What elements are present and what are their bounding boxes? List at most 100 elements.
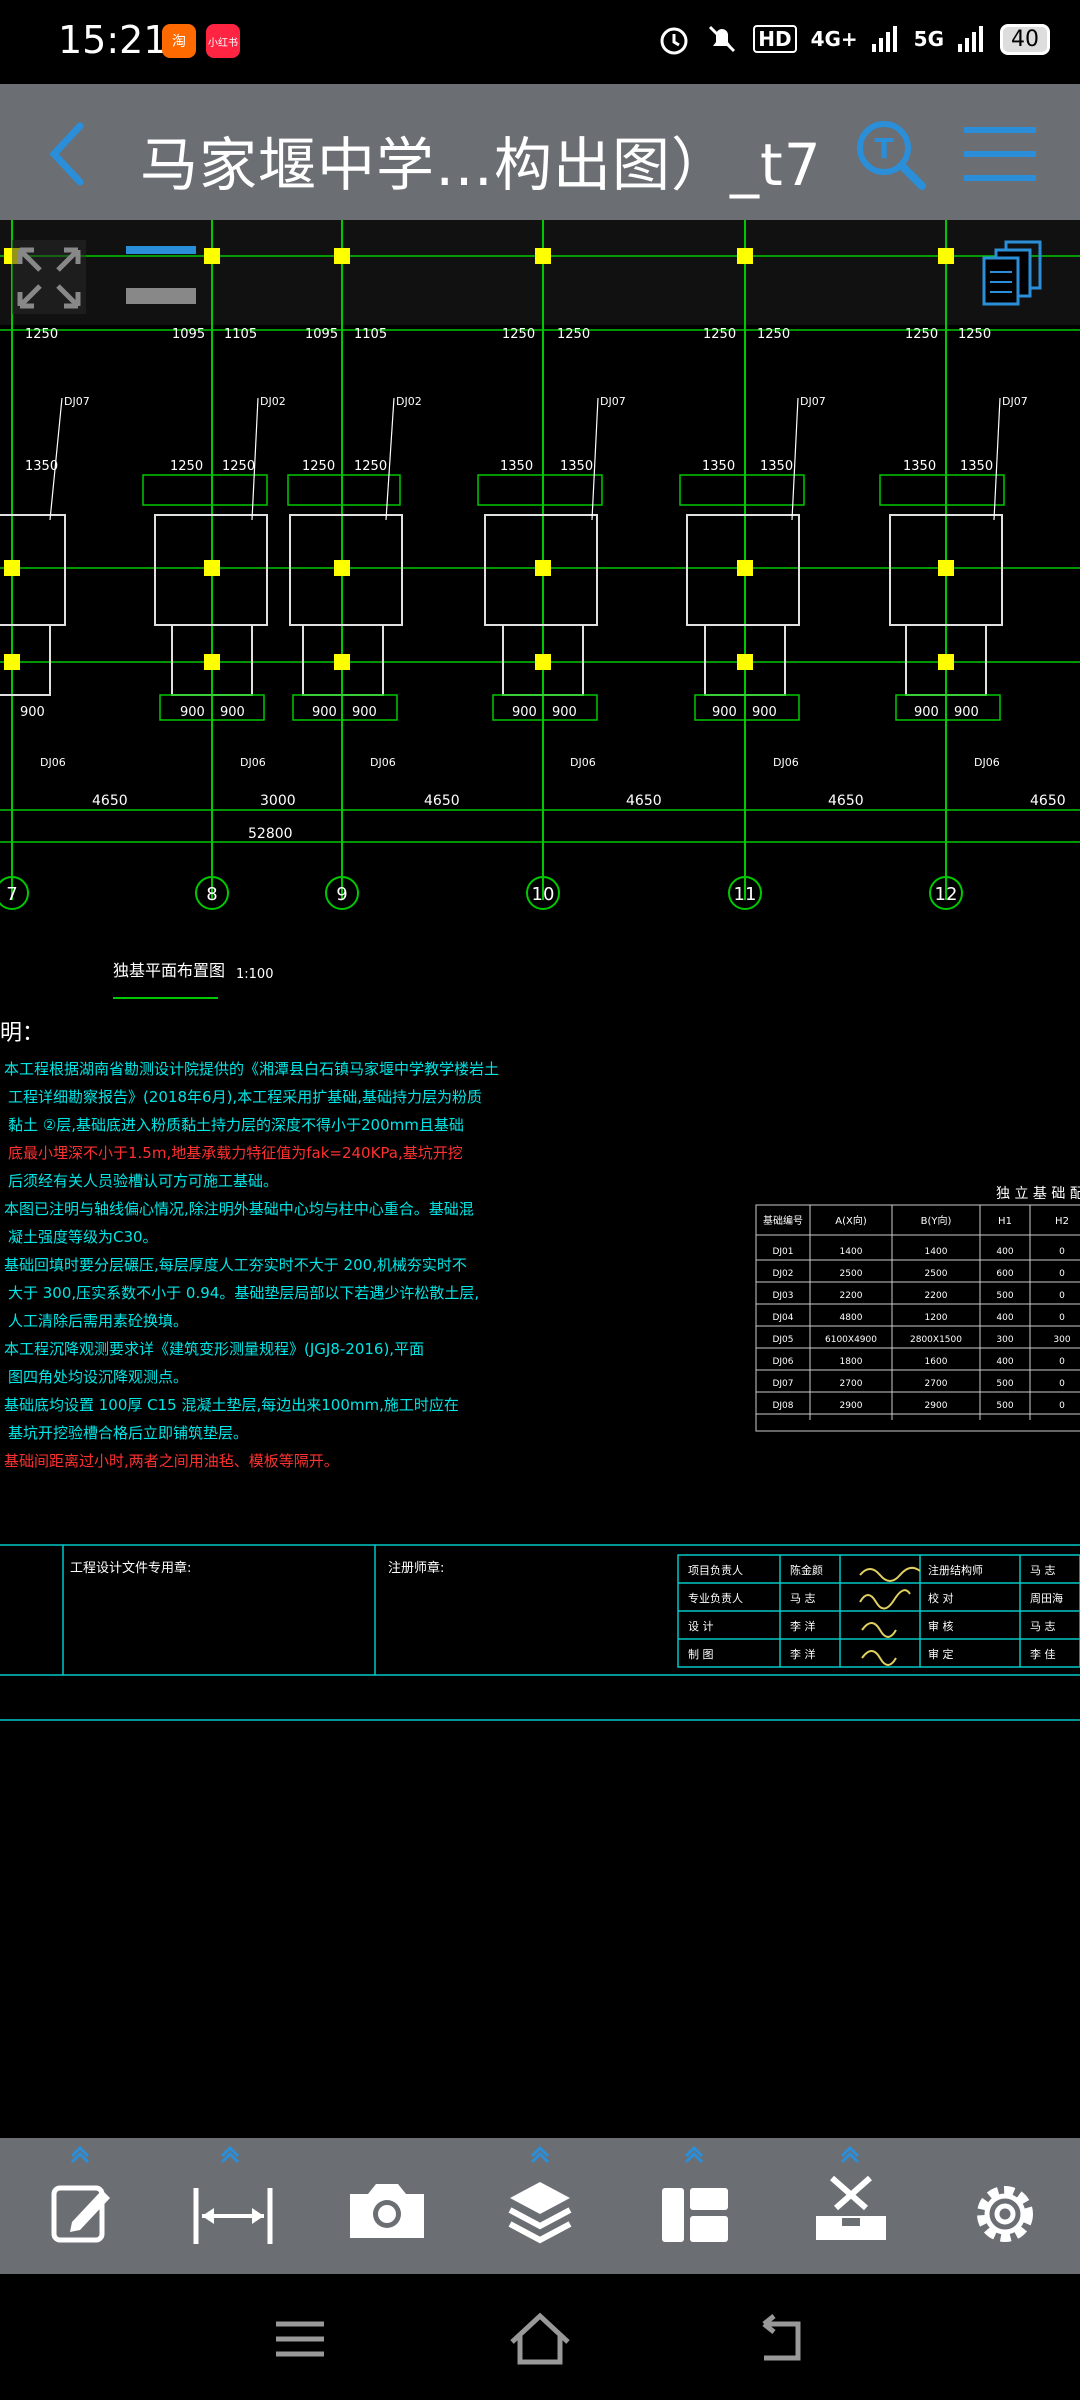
title-block-cell: 制 图 — [688, 1648, 714, 1661]
note-line: 后须经有关人员验槽认可方可施工基础。 — [8, 1172, 278, 1190]
dim-text: 1250 — [170, 459, 203, 474]
dim-text: 1250 — [757, 327, 790, 342]
system-nav-bar — [0, 2274, 1080, 2400]
layers-button[interactable] — [486, 2138, 596, 2274]
title-block-cell: 审 核 — [928, 1619, 954, 1633]
layout-toggle-button[interactable] — [126, 246, 196, 304]
plan-title: 独基平面布置图 — [113, 961, 225, 980]
note-line: 本工程沉降观测要求详《建筑变形测量规程》(JGJ8-2016),平面 — [4, 1340, 424, 1358]
dim-text: 900 — [954, 705, 979, 720]
cad-drawing-canvas[interactable]: 1250 1095 1105 1095 1105 1250 1250 1250 … — [0, 220, 1080, 2140]
foundation-tag: DJ06 — [40, 756, 66, 769]
settings-gear-button[interactable] — [950, 2138, 1060, 2274]
note-line: 人工清除后需用素砼换填。 — [8, 1312, 188, 1330]
table-cell: 0 — [1059, 1269, 1065, 1279]
table-cell: 2800X1500 — [910, 1335, 962, 1345]
dim-text: 900 — [712, 705, 737, 720]
top-toolbar: 马家堰中学…构出图）_t7 T — [0, 84, 1080, 220]
dim-text: 1350 — [560, 459, 593, 474]
text-search-button[interactable]: T — [850, 114, 930, 194]
table-cell: 2700 — [925, 1379, 948, 1389]
table-cell: 6100X4900 — [825, 1335, 877, 1345]
foundation-tag: DJ06 — [240, 756, 266, 769]
table-cell: 2200 — [925, 1291, 948, 1301]
signal-icon — [871, 26, 897, 52]
span-dim: 3000 — [260, 793, 296, 809]
dim-text: 1250 — [557, 327, 590, 342]
status-bar: 15:21 淘 小红书 HD 4G+ 5G 40 — [0, 0, 1080, 84]
layout-button[interactable] — [640, 2138, 750, 2274]
foundation-tag: DJ02 — [260, 395, 286, 408]
table-cell: 0 — [1059, 1247, 1065, 1257]
back-nav-button[interactable] — [740, 2304, 820, 2374]
note-line: 基础底均设置 100厚 C15 混凝土垫层,每边出来100mm,施工时应在 — [4, 1396, 459, 1414]
axis-label: 12 — [935, 884, 958, 905]
table-cell: 2700 — [840, 1379, 863, 1389]
title-block-cell: 李 洋 — [790, 1619, 816, 1633]
dim-text: 900 — [220, 705, 245, 720]
table-cell: DJ04 — [772, 1313, 793, 1323]
dim-text: 1105 — [224, 327, 257, 342]
axis-label: 11 — [734, 884, 757, 905]
plan-scale: 1:100 — [236, 967, 273, 982]
back-button[interactable] — [38, 114, 98, 194]
measure-tool-button[interactable] — [178, 2138, 288, 2274]
table-header: 基础编号 — [763, 1214, 803, 1227]
table-cell: DJ02 — [772, 1269, 793, 1279]
foundation-tag: DJ06 — [570, 756, 596, 769]
dim-text: 1250 — [502, 327, 535, 342]
foundation-tag: DJ06 — [773, 756, 799, 769]
table-cell: DJ06 — [772, 1357, 793, 1367]
table-cell: 400 — [996, 1313, 1013, 1323]
edit-tool-button[interactable] — [24, 2138, 134, 2274]
table-cell: 0 — [1059, 1379, 1065, 1389]
home-nav-button[interactable] — [500, 2304, 580, 2374]
dim-text: 1350 — [960, 459, 993, 474]
total-dim: 52800 — [248, 826, 293, 842]
table-cell: 500 — [996, 1379, 1013, 1389]
menu-button[interactable] — [960, 122, 1040, 186]
note-line: 基坑开挖验槽合格后立即铺筑垫层。 — [8, 1424, 248, 1442]
dim-text: 1350 — [500, 459, 533, 474]
foundation-tag: DJ06 — [370, 756, 396, 769]
table-cell: DJ05 — [772, 1335, 793, 1345]
notes-heading: 明： — [0, 1021, 44, 1046]
dim-text: 1250 — [222, 459, 255, 474]
status-icons: HD 4G+ 5G 40 — [657, 22, 1050, 56]
network-4g-label: 4G+ — [810, 27, 858, 51]
span-dim: 4650 — [828, 793, 864, 809]
title-block-cell: 马 志 — [790, 1592, 816, 1605]
table-cell: 1400 — [840, 1247, 863, 1257]
title-block-cell: 李 洋 — [790, 1647, 816, 1661]
status-time: 15:21 — [58, 18, 168, 62]
note-line: 底最小埋深不小于1.5m,地基承载力特征值为fak=240KPa,基坑开挖 — [8, 1144, 463, 1162]
registered-stamp-label: 注册师章: — [388, 1560, 444, 1576]
table-cell: 2200 — [840, 1291, 863, 1301]
toolbox-button[interactable] — [796, 2138, 906, 2274]
camera-button[interactable] — [332, 2138, 442, 2274]
table-cell: 0 — [1059, 1313, 1065, 1323]
design-file-label: 工程设计文件专用章: — [70, 1560, 191, 1576]
title-block-cell: 校 对 — [928, 1591, 954, 1605]
recents-nav-button[interactable] — [260, 2304, 340, 2374]
title-block-cell: 审 定 — [928, 1647, 954, 1661]
table-cell: 1400 — [925, 1247, 948, 1257]
dim-text: 1350 — [760, 459, 793, 474]
network-5g-label: 5G — [913, 27, 944, 51]
dim-text: 900 — [914, 705, 939, 720]
dim-text: 900 — [552, 705, 577, 720]
layouts-stack-button[interactable] — [982, 240, 1042, 306]
xiaohongshu-app-icon: 小红书 — [206, 24, 240, 58]
dim-text: 900 — [180, 705, 205, 720]
dim-text: 900 — [312, 705, 337, 720]
title-block-cell: 专业负责人 — [688, 1591, 743, 1605]
table-cell: 0 — [1059, 1291, 1065, 1301]
fullscreen-button[interactable] — [12, 240, 86, 314]
table-cell: 300 — [996, 1335, 1013, 1345]
table-header: A(X向) — [835, 1214, 867, 1227]
dim-text: 1095 — [305, 327, 338, 342]
foundation-tag: DJ02 — [396, 395, 422, 408]
table-cell: DJ08 — [772, 1401, 793, 1411]
title-block-cell: 马 志 — [1030, 1620, 1056, 1633]
foundation-tag: DJ07 — [800, 395, 826, 408]
